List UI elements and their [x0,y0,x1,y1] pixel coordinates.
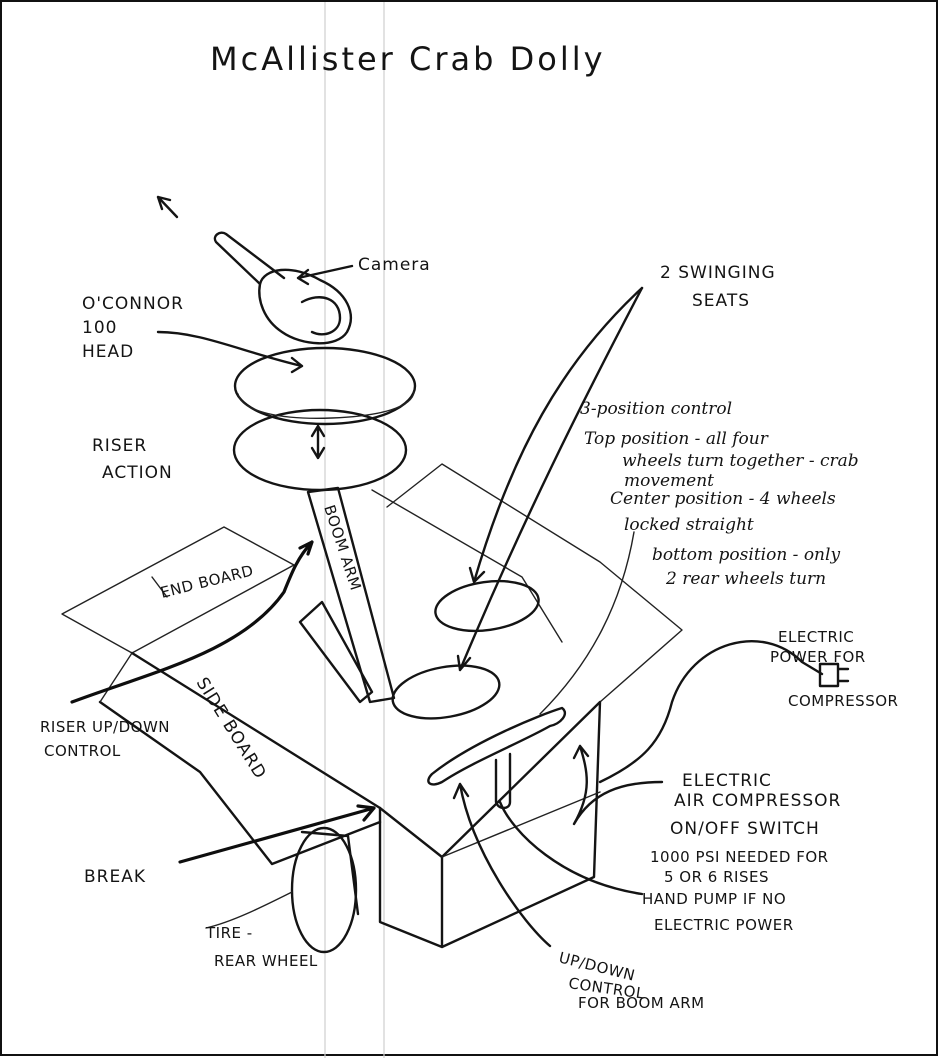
lever-post [494,752,512,810]
power-cord [598,639,824,784]
arrow-camera [296,264,354,286]
label-tire-2: REAR WHEEL [214,952,318,970]
camera-body [258,268,352,345]
end-board-mark [151,576,168,598]
label-side-board: SIDE BOARD [192,674,270,783]
label-end-board: END BOARD [159,561,256,602]
label-position-control-3: wheels turn together - crab [622,451,859,471]
label-compressor-5: 5 OR 6 RISES [664,868,769,886]
wheel-hub [300,830,360,916]
side-board-bottom-edge [98,700,382,866]
brace [298,600,374,704]
arrow-brake [178,804,376,864]
label-head-line-2: 100 [82,318,117,338]
label-electric-power-2: POWER FOR [770,648,866,666]
boom-arm-shaft [306,486,396,704]
plug-icon [818,662,850,688]
end-board-plank [61,526,295,654]
label-position-control-1: 3-position control [580,399,732,419]
label-compressor-4: 1000 PSI NEEDED FOR [650,848,829,866]
camera-lens [213,231,286,286]
label-position-control-5: Center position - 4 wheels [610,489,836,509]
chassis-top-back [386,463,683,703]
label-position-control-4: movement [624,471,714,491]
label-electric-power-1: ELECTRIC [778,628,854,646]
label-position-control-2: Top position - all four [584,429,769,449]
camera-detail [300,296,342,336]
arrow-tire [205,891,293,929]
label-camera: Camera [358,255,431,275]
oconnor-head-base [233,346,417,426]
label-position-control-7: bottom position - only [652,545,840,565]
label-seats-1: 2 SWINGING [660,263,776,283]
riser-assembly [156,195,417,492]
pointer-arrows [70,264,850,948]
side-board-top-edge [130,651,444,859]
boom-control-lever [427,706,567,786]
side-board-end [99,652,133,703]
label-riser-updown-2: CONTROL [44,742,121,760]
label-compressor-2: AIR COMPRESSOR [674,791,841,811]
head-base-rim [237,391,415,419]
label-compressor-1: ELECTRIC [682,771,772,791]
label-head-line-3: HEAD [82,342,134,362]
riser-action-arrow [310,424,326,460]
label-compressor-6: HAND PUMP IF NO [642,890,786,908]
swinging-seat-rear [434,579,540,633]
label-position-control-8: 2 rear wheels turn [665,569,826,589]
label-riser-action-2: ACTION [102,463,173,483]
arrow-riser-control [70,540,314,704]
chassis-inner-edge [371,489,563,643]
arrow-hand-pump [498,800,644,896]
label-tire-1: TIRE - [205,924,253,942]
label-position-control-6: locked straight [624,515,754,535]
boom-arm: BOOM ARM [306,486,396,704]
label-brake: BREAK [84,867,146,887]
label-seats-2: SEATS [692,291,750,311]
arrow-seat-rear [468,286,644,584]
label-electric-power-3: COMPRESSOR [788,692,898,710]
label-head-line-1: O'CONNOR [82,294,184,314]
label-boom-control-3: FOR BOOM ARM [578,994,705,1012]
label-compressor-3: ON/OFF SWITCH [670,819,820,839]
arrow-position-control [539,531,635,715]
arrow-boom-control [452,782,552,948]
boom-arm-label: BOOM ARM [320,503,365,593]
swinging-seat-front [391,664,501,720]
label-riser-action-1: RISER [92,436,147,456]
rear-wheel [290,826,358,954]
camera-direction-arrow [156,195,179,219]
chassis-mid-line [441,791,601,858]
arrow-head [156,330,304,374]
label-compressor-7: ELECTRIC POWER [654,916,794,934]
label-riser-updown-1: RISER UP/DOWN [40,718,170,736]
page-title: McAllister Crab Dolly [210,40,606,78]
riser-column [232,408,408,492]
arrow-compressor [572,744,664,826]
arrow-seat-front [456,286,644,672]
